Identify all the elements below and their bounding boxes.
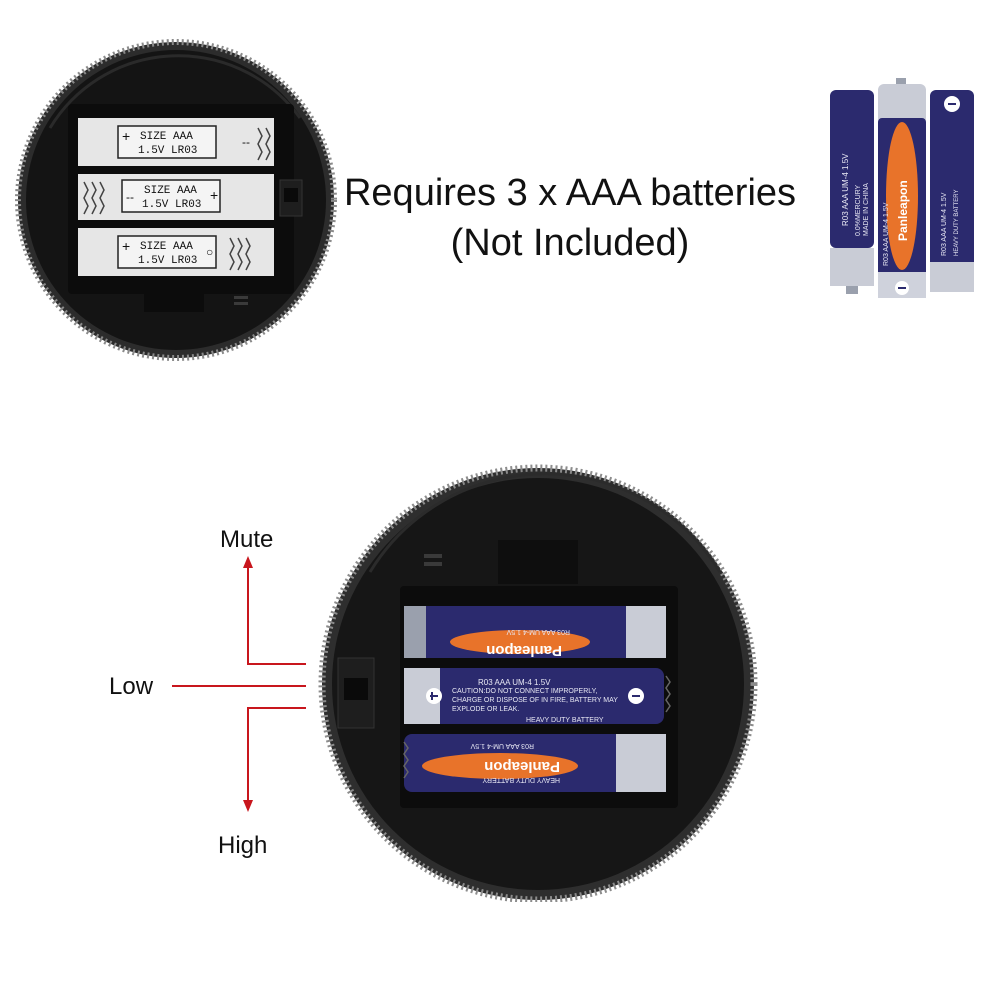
battery-left-origin: MADE IN CHINA [863,183,870,236]
slot-3-left-sign: + [122,238,130,254]
battery-right-model: R03 AAA UM-4 1.5V [941,192,948,256]
battery-center: Panleapon R03 AAA UM-4 1.5V [878,78,926,298]
slot-3-size: SIZE AAA [140,241,193,253]
loaded-battery-2: R03 AAA UM-4 1.5V CAUTION:DO NOT CONNECT… [404,668,671,724]
slot-3-right-sign: ○ [206,245,213,259]
loaded-battery-3: Panleapon R03 AAA UM-4 1.5V HEAVY DUTY B… [403,734,666,792]
arrow-down-icon [243,800,253,812]
empty-battery-compartment: + SIZE AAA 1.5V LR03 -- -- SIZE AAA 1.5V… [15,39,337,361]
requirement-line-2: (Not Included) [450,222,690,264]
battery-2-duty: HEAVY DUTY BATTERY [526,717,604,724]
arrow-up-icon [243,556,253,568]
battery-3-model: R03 AAA UM-4 1.5V [470,742,534,749]
slot-1-right-sign: -- [242,135,250,149]
slot-2-left-sign: -- [126,190,134,204]
spring-icon [229,237,251,271]
spring-icon [403,741,409,779]
mute-label: Mute [220,526,274,553]
slot-2-size: SIZE AAA [144,185,197,197]
battery-3-brand: Panleapon [484,758,560,775]
slot-2-right-sign: + [210,187,218,203]
requirement-line-1: Requires 3 x AAA batteries [343,172,797,214]
slot-2: -- SIZE AAA 1.5V LR03 + [78,174,274,220]
battery-center-model: R03 AAA UM-4 1.5V [883,202,890,266]
battery-right-duty: HEAVY DUTY BATTERY [954,190,960,256]
slot-1-left-sign: + [122,128,130,144]
battery-3-duty: HEAVY DUTY BATTERY [482,776,560,783]
low-label: Low [109,673,154,700]
slot-3: + SIZE AAA 1.5V LR03 ○ [78,228,274,276]
slot-3-spec: 1.5V LR03 [138,255,197,267]
battery-1-brand: Panleapon [486,642,562,659]
battery-left: R03 AAA UM-4 1.5V 0.0%MERCURY MADE IN CH… [830,90,874,294]
spring-icon [257,127,271,161]
battery-1-model: R03 AAA UM-4 1.5V [506,628,570,635]
battery-center-brand: Panleapon [896,180,910,241]
spring-icon [83,181,105,215]
battery-2-model: R03 AAA UM-4 1.5V [478,678,551,687]
slot-1-size: SIZE AAA [140,131,193,143]
battery-right: R03 AAA UM-4 1.5V HEAVY DUTY BATTERY [930,90,974,292]
spring-icon [665,675,671,713]
batteries-photo: R03 AAA UM-4 1.5V 0.0%MERCURY MADE IN CH… [830,78,974,298]
loaded-battery-compartment: Panleapon R03 AAA UM-4 1.5V AAA R03 AAA … [318,464,758,902]
slot-2-spec: 1.5V LR03 [142,199,201,211]
slot-1-spec: 1.5V LR03 [138,145,197,157]
battery-2-caution: CAUTION:DO NOT CONNECT IMPROPERLY, CHARG… [452,688,618,713]
loaded-battery-1: Panleapon R03 AAA UM-4 1.5V AAA [404,606,666,676]
slot-1: + SIZE AAA 1.5V LR03 -- [78,118,274,166]
high-label: High [218,832,268,859]
battery-left-mercury: 0.0%MERCURY [855,184,862,236]
mute-arrow [247,566,306,665]
requirement-text: Requires 3 x AAA batteries (Not Included… [300,168,840,268]
switch-position-arrows [172,556,306,812]
high-arrow [247,707,306,802]
battery-left-model: R03 AAA UM-4 1.5V [841,153,850,226]
